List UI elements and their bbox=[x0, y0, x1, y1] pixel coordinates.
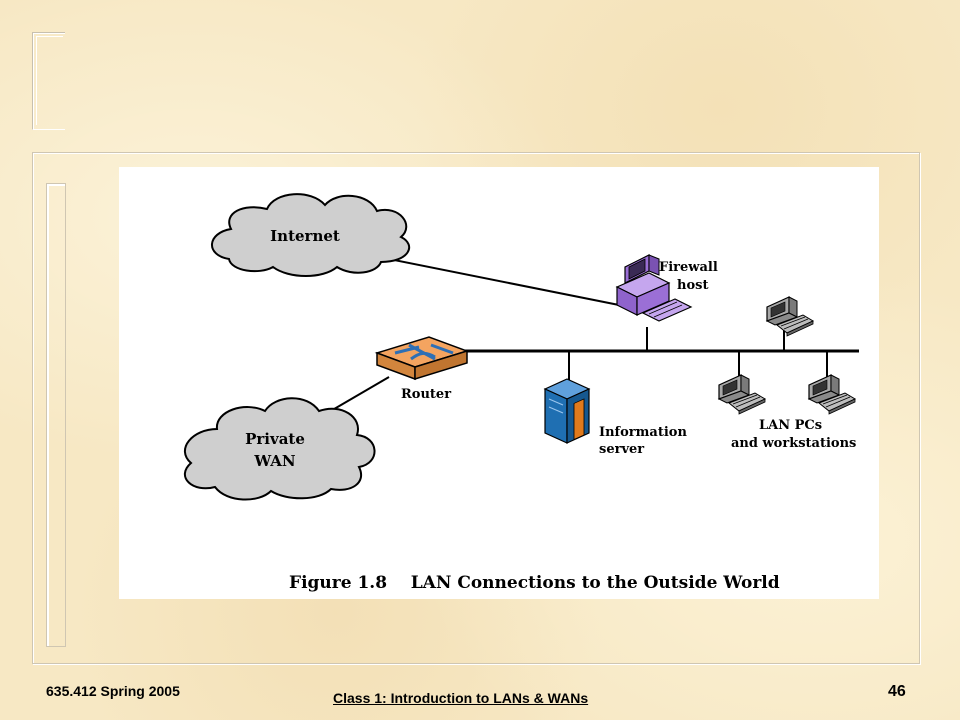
lan-workstation-icon bbox=[718, 374, 766, 415]
information-server-label-line2: server bbox=[599, 442, 644, 457]
private-wan-label-line1: Private bbox=[245, 430, 305, 448]
firewall-label-line2: host bbox=[677, 278, 708, 293]
router-wan-link bbox=[328, 376, 390, 413]
course-term-label: 635.412 Spring 2005 bbox=[46, 683, 180, 699]
class-title-link[interactable]: Class 1: Introduction to LANs & WANs bbox=[333, 690, 589, 706]
figure-caption: Figure 1.8 LAN Connections to the Outsid… bbox=[289, 573, 780, 593]
router-label: Router bbox=[401, 387, 451, 402]
private-wan-label-line2: WAN bbox=[253, 452, 296, 470]
internet-label: Internet bbox=[270, 227, 340, 245]
internet-cloud-icon bbox=[211, 193, 411, 277]
lan-pcs-label-line1: LAN PCs bbox=[759, 418, 822, 433]
slide-page-number: 46 bbox=[888, 683, 906, 700]
router-icon bbox=[374, 336, 470, 381]
decorative-side-bar bbox=[46, 183, 66, 647]
network-diagram-figure: Internet Private WAN Router Fir bbox=[119, 167, 879, 599]
decorative-frame-top bbox=[32, 32, 65, 130]
firewall-host-icon bbox=[615, 254, 693, 322]
lan-pcs-label-line2: and workstations bbox=[731, 436, 856, 451]
content-frame bbox=[32, 152, 920, 664]
private-wan-cloud-icon bbox=[184, 397, 376, 501]
network-diagram: Internet Private WAN Router Fir bbox=[184, 193, 859, 593]
information-server-icon bbox=[543, 378, 591, 444]
firewall-label-line1: Firewall bbox=[659, 260, 718, 275]
information-server-label-line1: Information bbox=[599, 425, 687, 440]
lan-workstation-icon bbox=[808, 374, 856, 415]
lan-workstation-icon bbox=[766, 296, 814, 337]
